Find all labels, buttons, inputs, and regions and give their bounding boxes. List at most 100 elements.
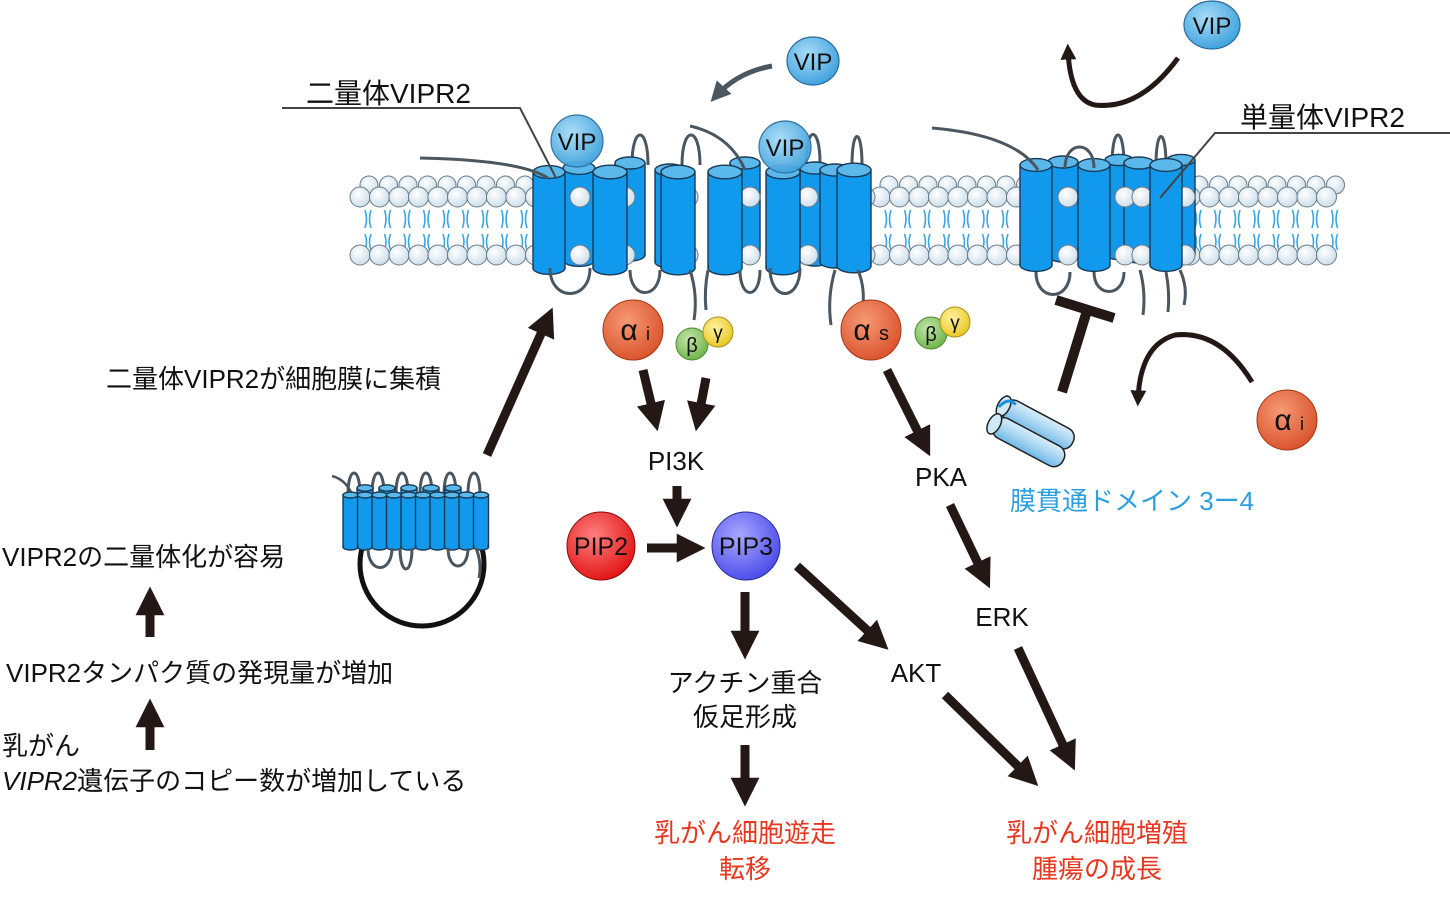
intracellular-loop xyxy=(1034,271,1072,296)
svg-text:s: s xyxy=(879,323,889,345)
svg-text:β: β xyxy=(686,335,698,357)
c-terminal-tail xyxy=(703,269,710,311)
lipid-head xyxy=(1316,186,1337,208)
lipid-head xyxy=(1257,186,1279,208)
arrow-alpha-s-to-pka xyxy=(882,367,931,457)
lipid-head xyxy=(1131,244,1153,266)
proliferation-outcome-line1: 乳がん細胞増殖 xyxy=(1006,818,1188,848)
n-terminal-tail xyxy=(931,126,1040,171)
transmembrane-helix xyxy=(1149,157,1183,273)
lipid-head xyxy=(427,244,449,266)
lipid-tail xyxy=(927,233,931,251)
transmembrane-helix xyxy=(1019,157,1053,273)
transmembrane-helix xyxy=(836,162,872,274)
akt-label: AKT xyxy=(891,658,942,688)
transmembrane-helix xyxy=(429,491,446,551)
lipid-tail xyxy=(1198,209,1202,229)
lipid-tail xyxy=(1291,209,1295,229)
vip-binding-arrow xyxy=(710,63,773,102)
lipid-head xyxy=(928,186,949,208)
lipid-tail xyxy=(442,209,446,229)
intracellular-loop xyxy=(548,267,592,295)
lipid-head xyxy=(797,244,819,266)
svg-text:VIP: VIP xyxy=(794,49,833,76)
lipid-head xyxy=(986,244,1008,266)
lipid-tail xyxy=(1335,233,1339,251)
lipid-head xyxy=(505,186,527,208)
lipid-tail xyxy=(1252,209,1256,229)
g-alpha-i-right: α i xyxy=(1256,389,1318,451)
lipid-tail xyxy=(927,209,931,229)
lipid-tail xyxy=(986,233,990,251)
lipid-tail xyxy=(884,209,888,229)
lipid-head xyxy=(388,186,410,208)
lipid-tail xyxy=(524,209,528,229)
lipid-tail xyxy=(923,209,927,229)
lipid-tail xyxy=(446,233,450,251)
transmembrane-helix xyxy=(443,491,461,551)
pseudopod-formation-label: 仮足形成 xyxy=(693,702,797,732)
lipid-tail xyxy=(1311,209,1315,229)
lipid-head xyxy=(505,244,527,266)
lipid-tail xyxy=(1005,209,1009,229)
pka-label: PKA xyxy=(915,462,968,492)
intracellular-loop xyxy=(398,547,414,571)
extracellular-loop xyxy=(466,471,482,495)
dimer-vipr2-receptor xyxy=(532,133,876,326)
monomer-label-leader xyxy=(1159,132,1450,199)
lipid-tail xyxy=(1213,209,1217,229)
lipid-tail xyxy=(388,209,392,229)
lipid-head xyxy=(1277,244,1298,266)
lipid-head xyxy=(349,186,371,208)
svg-text:α: α xyxy=(853,314,870,347)
dimer-label-leader xyxy=(282,107,557,179)
proliferation-outcome-line2: 腫瘍の成長 xyxy=(1032,854,1162,884)
intracellular-loop xyxy=(768,267,802,295)
lipid-tail xyxy=(1233,209,1237,229)
dimer-vipr2-label: 二量体VIPR2 xyxy=(306,78,471,109)
svg-text:VIP: VIP xyxy=(558,129,597,156)
lipid-tail xyxy=(966,209,970,229)
lipid-tail xyxy=(908,209,912,229)
svg-text:VIP: VIP xyxy=(766,135,805,162)
lipid-head xyxy=(427,186,449,208)
vip-ligand-bound-1: VIP xyxy=(550,114,604,168)
lipid-head xyxy=(1057,244,1079,266)
extracellular-loop xyxy=(850,135,864,166)
lipid-tail xyxy=(1276,209,1280,229)
svg-text:α: α xyxy=(1274,404,1291,437)
protein-expression-label: VIPR2タンパク質の発現量が増加 xyxy=(6,658,393,688)
lipid-tail xyxy=(461,209,465,229)
lipid-tail xyxy=(1218,209,1222,229)
transmembrane-helix xyxy=(532,164,566,276)
lipid-head xyxy=(889,186,910,208)
lipid-head xyxy=(967,244,988,266)
lipid-tail xyxy=(981,209,985,229)
lipid-head xyxy=(1296,244,1318,266)
erk-label: ERK xyxy=(975,602,1029,632)
lipid-tail xyxy=(888,209,892,229)
transmembrane-helix xyxy=(414,491,432,551)
intracellular-loop xyxy=(738,269,762,294)
arrow-akt-to-proliferation xyxy=(941,691,1039,787)
lipid-head xyxy=(947,186,969,208)
monomer-vipr2-receptor xyxy=(1019,133,1196,316)
lipid-tail xyxy=(520,209,524,229)
transmembrane-helix xyxy=(385,491,403,551)
monomer-vipr2-label: 単量体VIPR2 xyxy=(1240,102,1405,133)
transmembrane-helix xyxy=(765,164,801,276)
lipid-tail xyxy=(1237,209,1241,229)
lipid-tail xyxy=(481,209,485,229)
lipid-head xyxy=(947,244,969,266)
c-terminal-tail xyxy=(1138,269,1146,316)
lipid-head xyxy=(369,186,390,208)
lipid-head xyxy=(569,244,591,266)
c-terminal-tail xyxy=(1164,271,1171,313)
lipid-tail xyxy=(1257,209,1261,229)
transmembrane-helix xyxy=(458,491,475,551)
svg-text:i: i xyxy=(1300,414,1304,434)
lipid-head xyxy=(408,244,429,266)
lipid-head xyxy=(466,244,488,266)
transmembrane-helix xyxy=(1123,156,1155,264)
